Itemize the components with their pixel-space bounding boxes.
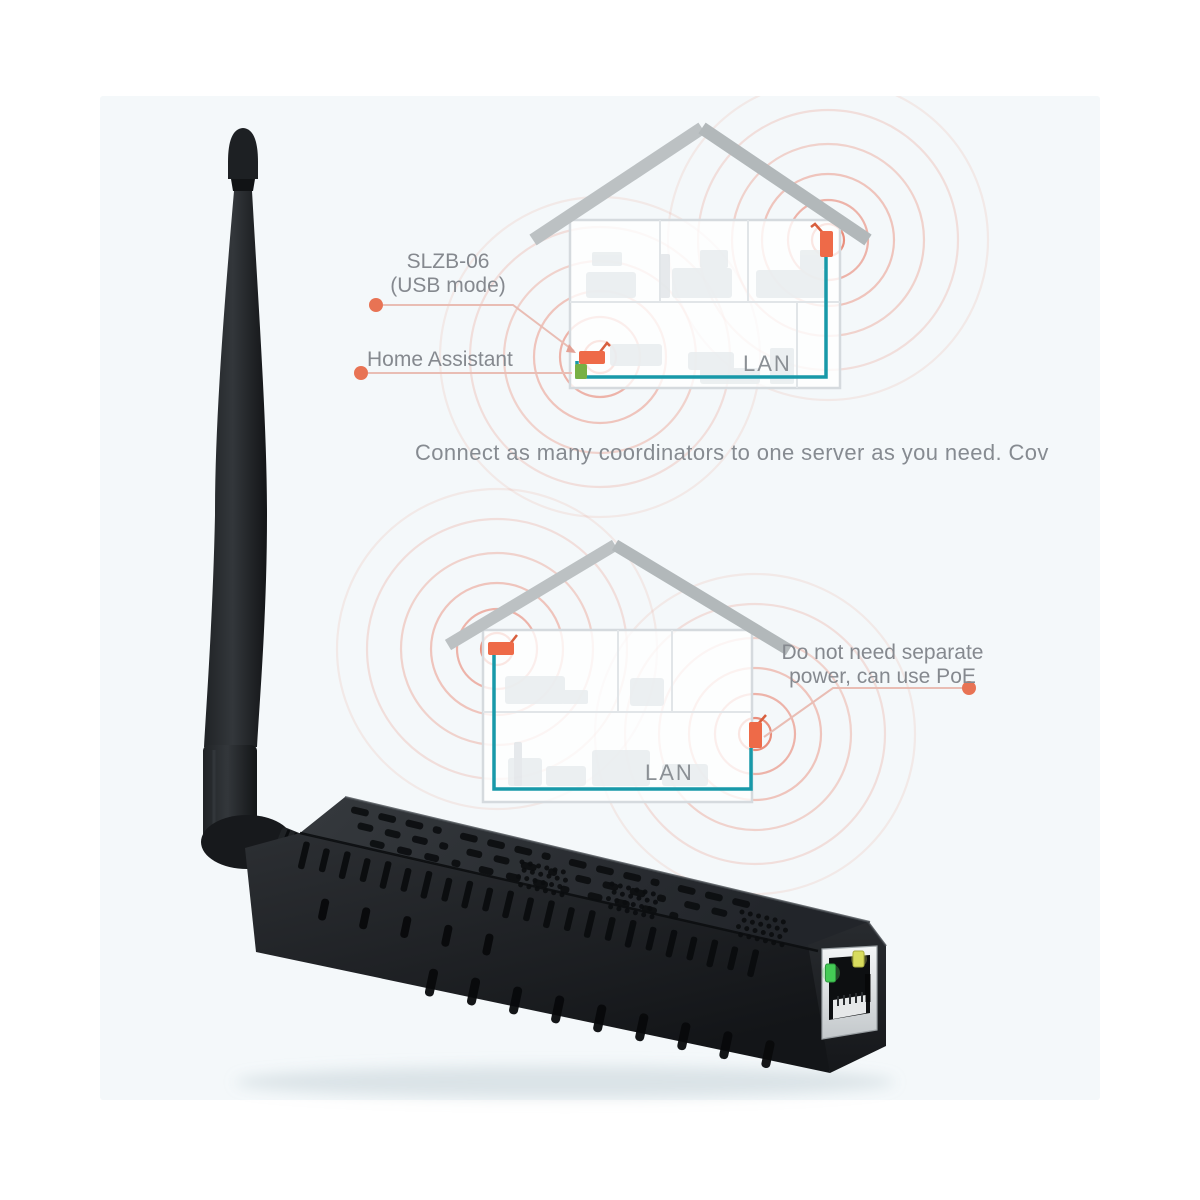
house2-coordinator-poe-icon [749,714,767,748]
house1-lan-label: LAN [743,351,792,376]
house1-coordinator-usb-icon [579,341,611,364]
body-top-face [300,797,870,952]
antenna [201,128,351,898]
house1-coordinator-lan-icon [810,222,833,257]
poe-dot [962,681,976,695]
poe-label-line2: power, can use PoE [789,665,976,688]
device-mode-label-line2: (USB mode) [390,274,506,297]
device-body [245,796,887,1073]
honeycomb-vents [515,859,788,948]
home-assistant-label: Home Assistant [367,348,513,371]
caption-text: Connect as many coordinators to one serv… [415,440,1049,465]
link-led-green [825,963,836,983]
device-mode-dot [369,298,383,312]
house1-furniture [586,250,826,384]
poe-label: Do not need separate power, can use PoE [780,641,985,689]
activity-led-yellow [852,950,865,968]
rj45-pin-block [833,995,866,1019]
house-diagram-2 [444,539,793,804]
slzb06-device [201,128,895,1098]
house-diagram-1 [529,122,872,390]
annotation-lines [368,304,962,738]
house2-lan-cable [492,654,753,791]
house1-inner-walls [570,220,840,388]
device-mode-label-line1: SLZB-06 [406,250,490,273]
house2-lan-label: LAN [645,760,694,785]
body-side-face [245,833,830,1073]
house2-roof [444,539,793,656]
arrowhead [566,344,576,353]
device-shadow [235,1066,895,1098]
ethernet-port [821,945,878,1040]
house2-coordinator-left-icon [488,634,518,655]
house2-inner-walls [483,630,752,713]
poe-label-line1: Do not need separate [781,641,984,664]
house1-roof [529,122,872,246]
annotation-dots [354,298,976,695]
device-mode-label: SLZB-06 (USB mode) [378,250,518,298]
house2-furniture [505,676,708,786]
home-assistant-dot [354,366,368,380]
device-mode-connector-line [383,304,575,352]
house1-home-assistant-server-icon [575,364,587,379]
poe-connector-line [763,687,962,738]
